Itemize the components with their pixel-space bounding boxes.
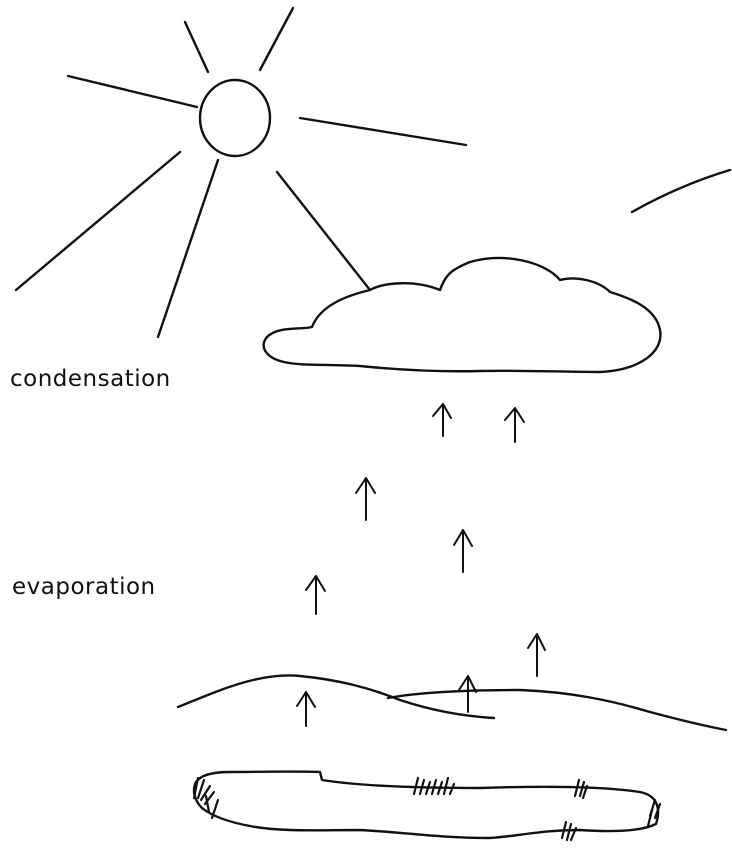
sun-ray bbox=[277, 172, 370, 290]
arrow-up-icon bbox=[356, 478, 375, 520]
sun-ray bbox=[185, 22, 208, 72]
sun-ray bbox=[260, 8, 293, 70]
arrow-up-icon bbox=[454, 530, 472, 572]
cloud-icon bbox=[264, 258, 661, 372]
condensation-label: condensation bbox=[10, 366, 171, 392]
arrow-up-icon bbox=[433, 404, 451, 436]
grass-icon bbox=[414, 778, 454, 794]
arrow-up-icon bbox=[528, 634, 545, 676]
grass-icon bbox=[575, 780, 587, 798]
sun-ray bbox=[16, 152, 180, 290]
arrow-up-icon bbox=[297, 692, 315, 726]
grass-icon bbox=[562, 822, 576, 840]
sun-disc bbox=[200, 80, 270, 156]
sun-ray bbox=[68, 76, 197, 107]
hill-icon bbox=[178, 675, 494, 718]
sun-ray bbox=[158, 160, 218, 337]
sky-stroke bbox=[632, 170, 730, 212]
arrow-up-icon bbox=[306, 576, 325, 614]
sun-ray bbox=[300, 118, 466, 145]
evaporation-label: evaporation bbox=[12, 574, 156, 600]
pond-icon bbox=[194, 772, 658, 838]
arrow-up-icon bbox=[459, 676, 476, 712]
arrow-up-icon bbox=[505, 408, 524, 442]
sun-icon bbox=[16, 8, 466, 337]
